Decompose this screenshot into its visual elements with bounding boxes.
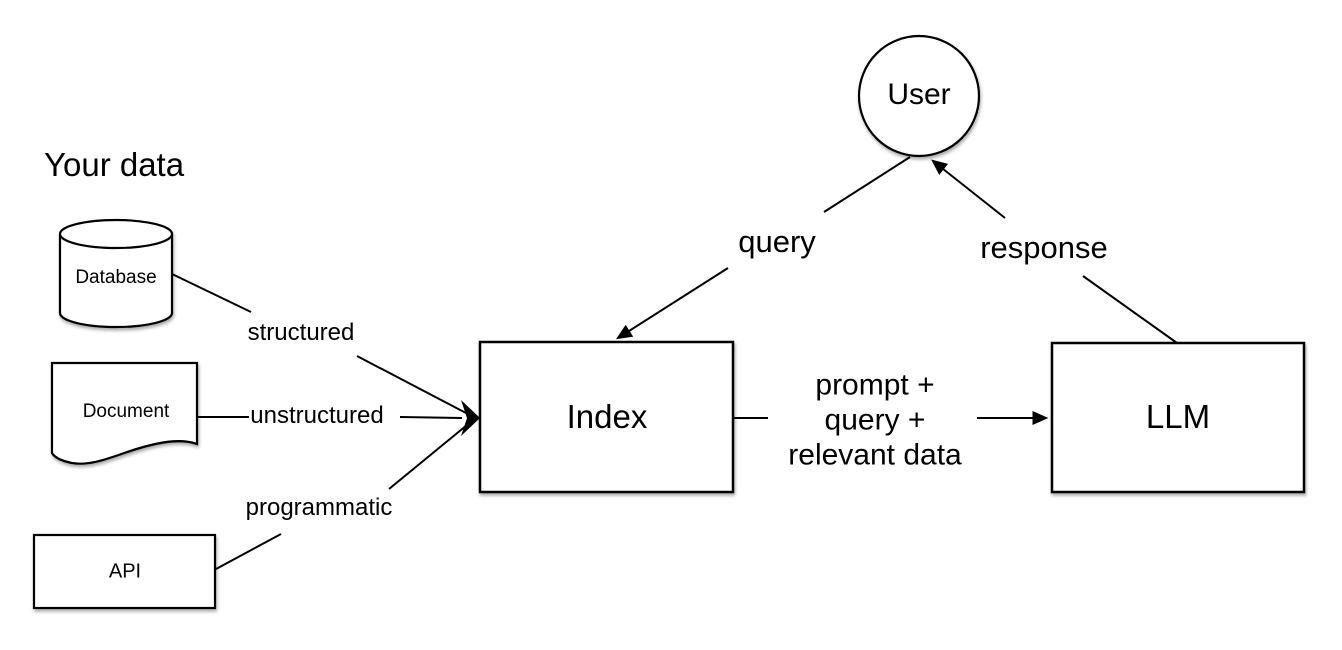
edge-programmatic-label: programmatic	[245, 494, 393, 522]
database-label: Database	[75, 267, 157, 289]
edge-programmatic-line-2	[388, 424, 468, 490]
api-shape	[32, 533, 217, 610]
edge-programmatic-line-1	[215, 533, 282, 570]
edge-unstructured-label: unstructured	[250, 402, 384, 430]
llm-label: LLM	[1145, 398, 1211, 436]
index-shape	[478, 340, 735, 494]
edge-structured-line-1	[171, 273, 252, 313]
edge-response-label: response	[980, 230, 1108, 266]
edge-response-line-1	[1082, 275, 1178, 344]
edge-query-label: query	[738, 224, 816, 260]
group-title-your-data: Your data	[44, 146, 185, 183]
api-label: API	[108, 560, 142, 583]
index-input-arrowhead	[461, 400, 480, 436]
user-label: User	[887, 77, 951, 111]
edge-structured-line-2	[356, 355, 467, 414]
edge-unstructured-line-2	[399, 416, 463, 419]
llm-shape	[1050, 341, 1306, 494]
edge-structured-label: structured	[247, 319, 355, 347]
database-shape	[58, 218, 174, 329]
edge-query-line-1	[823, 156, 911, 213]
edge-prompt-label: prompt + query + relevant data	[788, 368, 962, 472]
document-label: Document	[82, 401, 170, 423]
user-shape	[857, 34, 981, 158]
edge-response-line-2	[931, 159, 1006, 219]
document-shape	[50, 361, 199, 465]
edge-query-line-2	[615, 267, 729, 340]
index-label: Index	[566, 398, 648, 436]
